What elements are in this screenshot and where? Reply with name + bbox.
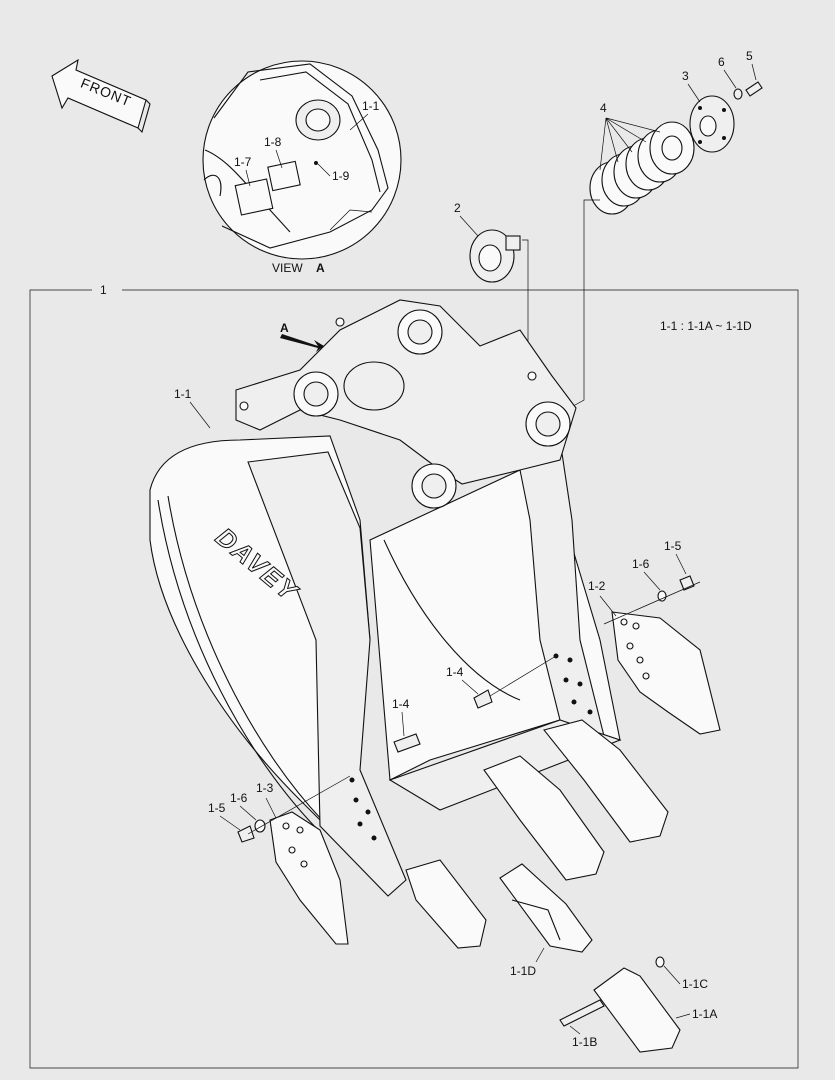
view-a-arrow-letter: A [280,321,289,335]
callout-1-1A: 1-1A [692,1007,717,1021]
callout-1-1D: 1-1D [510,964,536,978]
callout-4: 4 [600,101,607,115]
callout-1-4-b: 1-4 [392,697,410,711]
tooth-exploded: 1-1C 1-1A 1-1B 1-1D [510,947,717,1053]
callout-1-6-right: 1-6 [632,557,650,571]
bucket-body: A DAVEY 1-1 [149,299,621,897]
callout-1-1-main: 1-1 [174,387,192,401]
callout-1-8: 1-8 [264,135,282,149]
callout-1-4-a: 1-4 [446,665,464,679]
view-caption: VIEW [272,261,303,275]
callout-1-6-left: 1-6 [230,791,248,805]
callout-1-5-right: 1-5 [664,539,682,553]
view-letter: A [316,261,325,275]
callout-6: 6 [718,55,725,69]
callout-1-5-left: 1-5 [208,801,226,815]
callout-1-1C: 1-1C [682,977,708,991]
teeth-row [388,719,669,953]
assembly-frame: 1 [29,283,799,1069]
callout-3: 3 [682,69,689,83]
callout-2: 2 [454,201,461,215]
callout-5: 5 [746,49,753,63]
callout-1: 1 [100,283,107,297]
callout-1-2: 1-2 [588,579,606,593]
part-2-bushing: 2 [454,201,540,433]
front-arrow: FRONT [51,58,151,134]
part-1-2-side-cutter: 1-2 1-6 1-5 [588,539,721,735]
callout-1-3: 1-3 [256,781,274,795]
callout-1-1B: 1-1B [572,1035,597,1049]
part-1-4-bolts: 1-4 1-4 [392,655,557,753]
part-4-shims: 4 [565,101,695,411]
callout-1-9: 1-9 [332,169,350,183]
assembly-note: 1-1 : 1-1A ~ 1-1D [660,319,752,333]
callout-1-7: 1-7 [234,155,252,169]
part-3-plate: 3 6 5 [682,49,763,153]
callout-1-1-top: 1-1 [362,99,380,113]
part-1-3-side-cutter: 1-3 1-6 1-5 [208,775,351,945]
view-a-detail: VIEW A 1-1 1-8 1-7 1-9 [202,60,402,275]
